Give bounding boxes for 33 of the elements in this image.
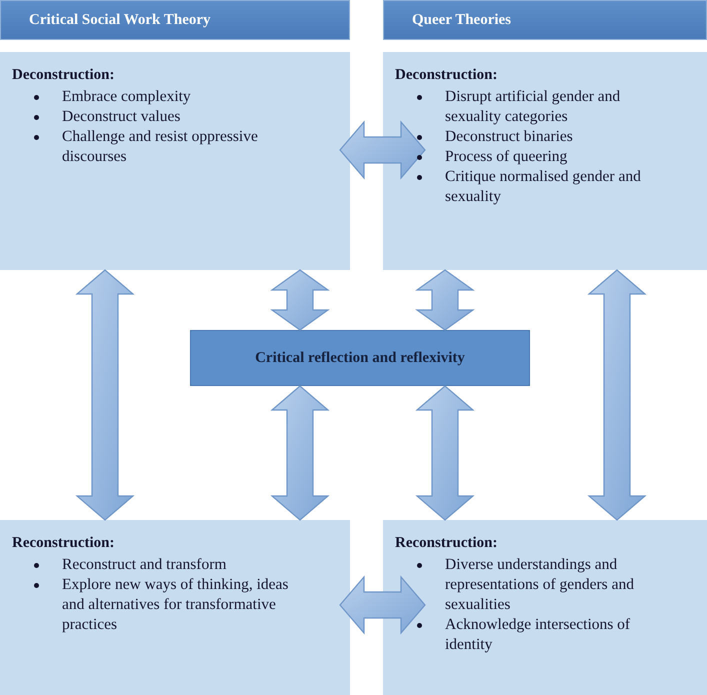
header-bar	[383, 0, 707, 40]
bullet-text: Acknowledge intersections of identity	[445, 614, 632, 654]
header-title: Critical Social Work Theory	[29, 10, 211, 30]
header-bar	[0, 0, 350, 40]
bullet-text: Explore new ways of thinking, ideas and alternatives for transformative practices	[62, 574, 290, 634]
bullet-text: Diverse understandings and representations of genders and sexualities	[445, 554, 635, 614]
double-arrow	[270, 385, 330, 521]
double-arrow	[339, 120, 426, 180]
header-title: Queer Theories	[412, 10, 512, 30]
bullet-text: Process of queering	[445, 146, 568, 166]
bullet-text: Embrace complexity	[62, 86, 191, 106]
double-arrow	[415, 269, 475, 331]
bullet-text: Deconstruct binaries	[445, 126, 573, 146]
content-box	[383, 520, 707, 695]
bullet-text: Challenge and resist oppressive discourses	[62, 126, 259, 166]
double-arrow	[75, 269, 135, 521]
box-heading: Deconstruction:	[12, 66, 116, 85]
double-arrow	[270, 269, 330, 331]
content-box	[0, 520, 350, 695]
center-title: Critical reflection and reflexivity	[255, 348, 465, 368]
content-box	[0, 52, 350, 270]
box-heading: Reconstruction:	[12, 534, 116, 553]
box-heading: Reconstruction:	[395, 534, 498, 553]
bullet-text: Deconstruct values	[62, 106, 180, 126]
bullet-text: Disrupt artificial gender and sexuality categories	[445, 86, 622, 126]
double-arrow	[415, 385, 475, 521]
bullet-text: Reconstruct and transform	[62, 554, 226, 574]
bullet-text: Critique normalised gender and sexuality	[445, 166, 642, 206]
double-arrow	[339, 575, 426, 635]
content-box	[383, 52, 707, 270]
double-arrow	[587, 269, 647, 521]
center-box	[190, 330, 530, 386]
box-heading: Deconstruction:	[395, 66, 498, 85]
